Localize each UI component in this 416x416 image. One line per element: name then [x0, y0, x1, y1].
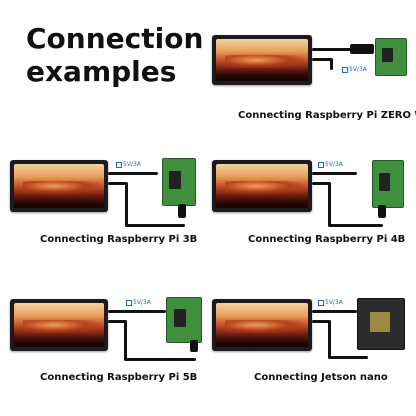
cable — [124, 320, 127, 360]
cable — [328, 356, 368, 359]
display-screen — [10, 299, 108, 351]
cable — [108, 172, 158, 175]
jetson-nano-board — [357, 298, 405, 350]
usb-plug — [350, 44, 374, 54]
caption-jetson: Connecting Jetson nano — [254, 372, 388, 383]
cable — [330, 58, 333, 70]
display-screen — [212, 35, 312, 85]
usb-plug — [190, 340, 198, 352]
cable — [125, 182, 128, 226]
cable — [328, 320, 331, 358]
caption-pi4b: Connecting Raspberry Pi 4B — [248, 234, 406, 245]
raspberry-pi-zero-board — [375, 38, 407, 76]
title-line-2: examples — [26, 55, 177, 88]
power-tag: 5V/3A — [342, 66, 367, 73]
caption-zero-w: Connecting Raspberry Pi ZERO W — [238, 110, 416, 121]
display-screen — [10, 160, 108, 212]
cable — [328, 182, 331, 226]
cable — [124, 358, 196, 361]
cable — [312, 48, 352, 51]
cable — [108, 320, 126, 323]
cable — [108, 310, 166, 313]
display-screen — [212, 160, 312, 212]
cable — [312, 58, 332, 61]
title-line-1: Connection — [26, 22, 204, 55]
raspberry-pi-4b-board — [372, 160, 404, 208]
page-title: Connection examples — [26, 22, 203, 88]
usb-plug — [378, 205, 386, 218]
power-tag: 5V/3A — [116, 161, 141, 168]
cable — [312, 172, 357, 175]
raspberry-pi-5b-board — [166, 297, 202, 343]
cable — [328, 224, 383, 227]
cable — [312, 182, 330, 185]
cable — [312, 310, 357, 313]
cable — [125, 224, 185, 227]
display-screen — [212, 299, 312, 351]
usb-plug — [178, 204, 186, 218]
cable — [312, 320, 330, 323]
raspberry-pi-3b-board — [162, 158, 196, 206]
cable — [108, 182, 126, 185]
power-tag: 5V/3A — [318, 161, 343, 168]
caption-pi5b: Connecting Raspberry Pi 5B — [40, 372, 198, 383]
power-tag: 5V/3A — [318, 299, 343, 306]
caption-pi3b: Connecting Raspberry Pi 3B — [40, 234, 198, 245]
power-tag: 5V/3A — [126, 299, 151, 306]
